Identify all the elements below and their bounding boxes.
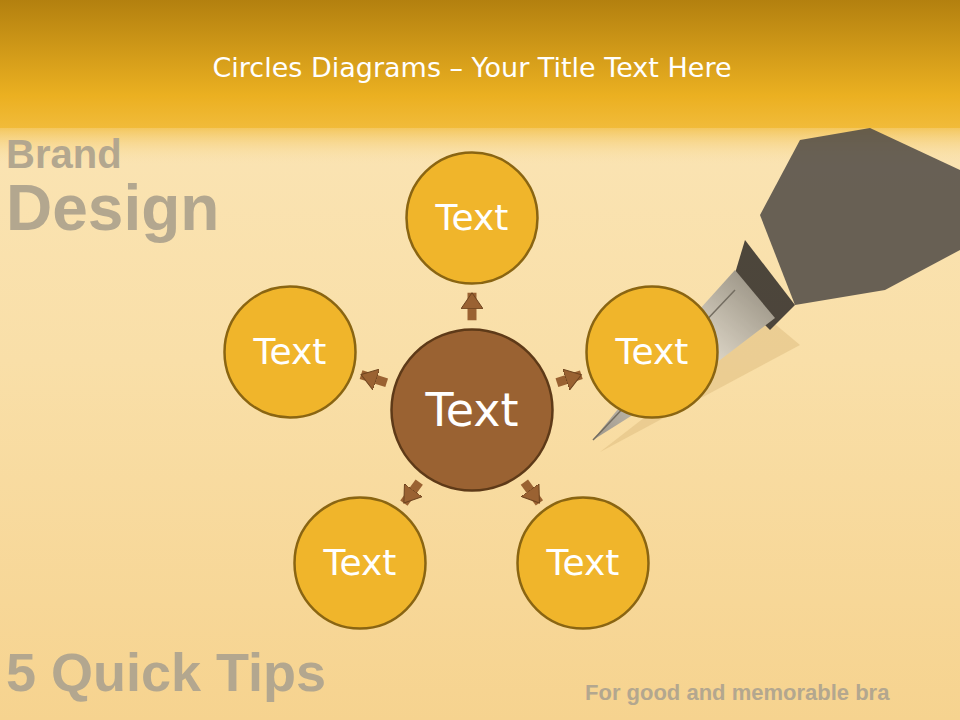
watermark: 5 Quick Tips bbox=[6, 645, 326, 699]
slide-title: Circles Diagrams – Your Title Text Here bbox=[0, 52, 944, 83]
arrow-connector bbox=[404, 482, 419, 503]
circle-text-holder: Text bbox=[405, 151, 539, 285]
circle-shape bbox=[587, 287, 718, 418]
circle-shape bbox=[295, 498, 426, 629]
outer-circle: Text bbox=[405, 151, 539, 285]
arrow-connector bbox=[361, 375, 387, 383]
circle-text-holder: Text bbox=[390, 328, 554, 492]
circle-shape bbox=[518, 498, 649, 629]
arrow-connector bbox=[557, 375, 581, 383]
arrow-connector bbox=[524, 482, 539, 503]
circle-shape bbox=[225, 287, 356, 418]
circle-text-holder: Text bbox=[585, 285, 719, 419]
circle-text-holder: Text bbox=[223, 285, 357, 419]
outer-circle: Text bbox=[516, 496, 650, 630]
center-circle: Text bbox=[390, 328, 554, 492]
arrow-connector bbox=[468, 293, 477, 321]
outer-circle: Text bbox=[585, 285, 719, 419]
watermark: Brand bbox=[6, 134, 122, 174]
outer-circle: Text bbox=[293, 496, 427, 630]
circle-label: Text bbox=[547, 542, 620, 583]
circle-label: Text bbox=[436, 197, 509, 238]
circle-text-holder: Text bbox=[516, 496, 650, 630]
circle-shape bbox=[407, 153, 538, 284]
watermark: Design bbox=[6, 176, 219, 240]
outer-circle: Text bbox=[223, 285, 357, 419]
header-bar bbox=[0, 0, 960, 128]
circle-text-holder: Text bbox=[293, 496, 427, 630]
circle-label: Text bbox=[616, 331, 689, 372]
circle-label: Text bbox=[324, 542, 397, 583]
watermark: For good and memorable bra bbox=[585, 682, 889, 704]
circle-label: Text bbox=[254, 331, 327, 372]
circle-label: Text bbox=[425, 384, 518, 437]
circle-shape bbox=[392, 330, 553, 491]
